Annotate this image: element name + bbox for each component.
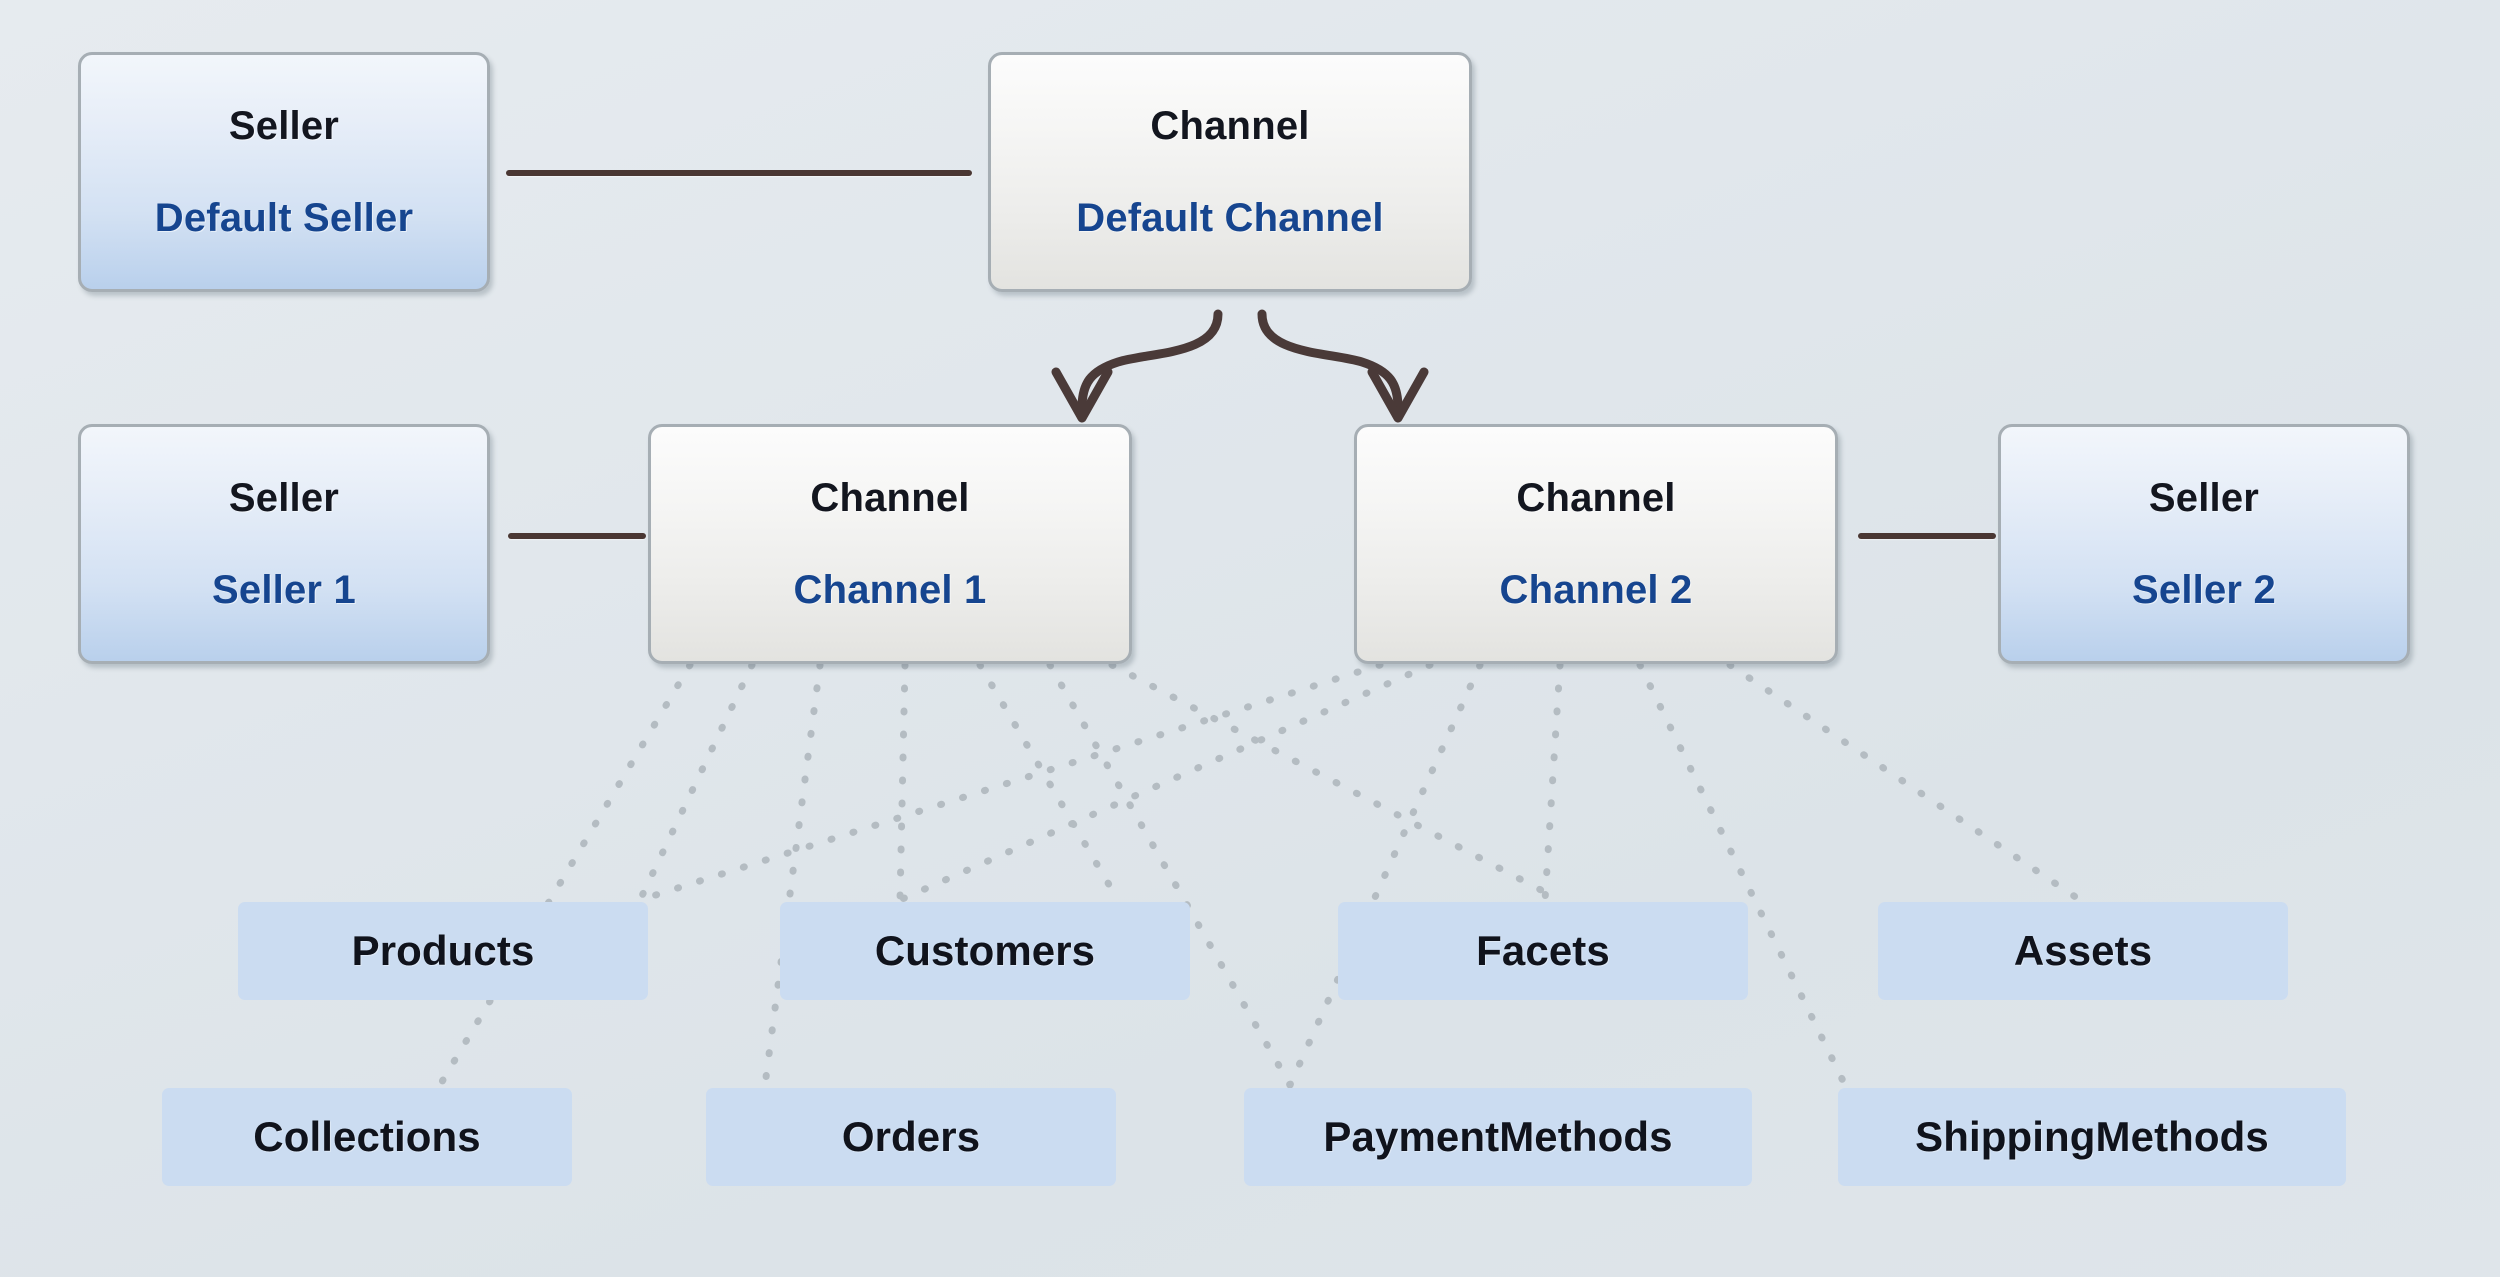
entity-chip-assets[interactable]: Assets (1878, 902, 2288, 1000)
node-default-seller[interactable]: Seller Default Seller (78, 52, 490, 292)
node-seller-1[interactable]: Seller Seller 1 (78, 424, 490, 664)
entity-chip-orders[interactable]: Orders (706, 1088, 1116, 1186)
entity-chip-shipping-methods[interactable]: ShippingMethods (1838, 1088, 2346, 1186)
node-type-label: Channel (810, 476, 970, 520)
node-channel-1[interactable]: Channel Channel 1 (648, 424, 1132, 664)
node-type-label: Seller (228, 104, 340, 148)
node-default-channel[interactable]: Channel Default Channel (988, 52, 1472, 292)
entity-chip-facets[interactable]: Facets (1338, 902, 1748, 1000)
node-name-label: Channel 2 (1499, 568, 1693, 612)
node-seller-2[interactable]: Seller Seller 2 (1998, 424, 2410, 664)
node-name-label: Default Channel (1076, 196, 1384, 240)
node-name-label: Seller 1 (212, 568, 356, 612)
arrow-default-channel-to-channel-1 (1051, 309, 1223, 423)
dotted-links-channel-2 (636, 661, 2084, 1089)
node-name-label: Seller 2 (2132, 568, 2276, 612)
node-type-label: Channel (1516, 476, 1676, 520)
link-default-seller-default-channel (506, 170, 972, 176)
node-type-label: Channel (1150, 104, 1310, 148)
node-name-label: Channel 1 (793, 568, 987, 612)
entity-chip-collections[interactable]: Collections (162, 1088, 572, 1186)
link-seller1-channel1 (508, 533, 646, 539)
node-channel-2[interactable]: Channel Channel 2 (1354, 424, 1838, 664)
node-name-label: Default Seller (154, 196, 414, 240)
dotted-links-channel-1 (436, 661, 1564, 1089)
link-channel2-seller2 (1858, 533, 1996, 539)
node-type-label: Seller (228, 476, 340, 520)
entity-chip-payment-methods[interactable]: PaymentMethods (1244, 1088, 1752, 1186)
node-type-label: Seller (2148, 476, 2260, 520)
entity-chip-customers[interactable]: Customers (780, 902, 1190, 1000)
entity-chip-products[interactable]: Products (238, 902, 648, 1000)
arrow-default-channel-to-channel-2 (1257, 309, 1429, 423)
